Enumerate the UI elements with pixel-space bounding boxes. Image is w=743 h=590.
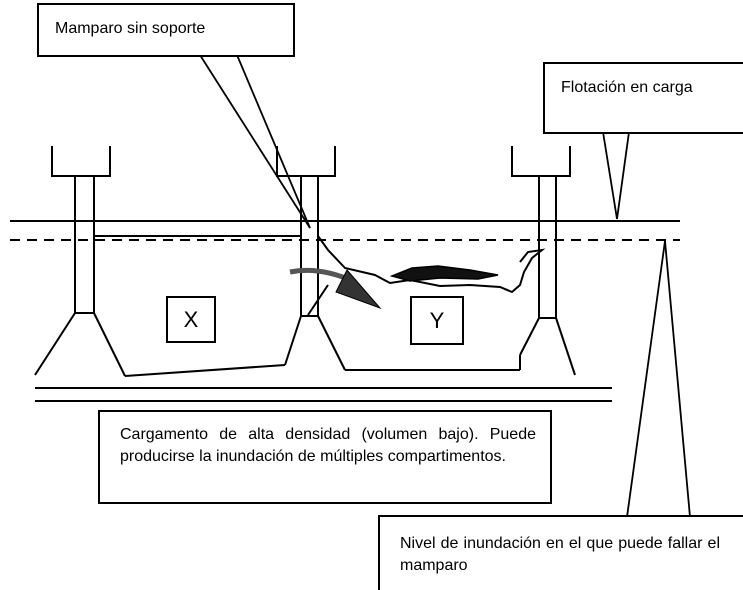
callout-flood-level: Nivel de inundación en el que puede fall… bbox=[378, 515, 743, 590]
hold-x-label: X bbox=[166, 296, 216, 343]
hold-x-compartment bbox=[94, 235, 301, 377]
cargo-note-text: Cargamento de alta densidad (volumen baj… bbox=[120, 426, 536, 465]
callout-load-waterline: Flotación en carga bbox=[543, 62, 743, 134]
leader-flood-level bbox=[626, 240, 691, 518]
unsupported-bulkhead-label: Mamparo sin soporte bbox=[55, 20, 206, 37]
leader-unsupported-bulkhead bbox=[199, 54, 311, 229]
leader-load-waterline bbox=[602, 131, 630, 220]
bulkhead-right bbox=[511, 146, 576, 376]
flood-level-text: Nivel de inundación en el que puede fall… bbox=[400, 535, 720, 574]
callout-unsupported-bulkhead: Mamparo sin soporte bbox=[37, 3, 295, 57]
bulkhead-left bbox=[34, 146, 126, 377]
callout-cargo-note: Cargamento de alta densidad (volumen baj… bbox=[98, 410, 552, 504]
hold-y-label: Y bbox=[410, 296, 464, 345]
flood-water-surface bbox=[317, 235, 546, 294]
flow-arrow-head bbox=[335, 269, 382, 310]
hold-x-text: X bbox=[183, 306, 199, 332]
cargo-pile bbox=[389, 265, 499, 282]
hold-y-compartment bbox=[345, 355, 521, 371]
bulkhead-middle bbox=[276, 146, 346, 371]
hold-y-text: Y bbox=[429, 307, 445, 333]
load-waterline-label: Flotación en carga bbox=[561, 79, 693, 96]
